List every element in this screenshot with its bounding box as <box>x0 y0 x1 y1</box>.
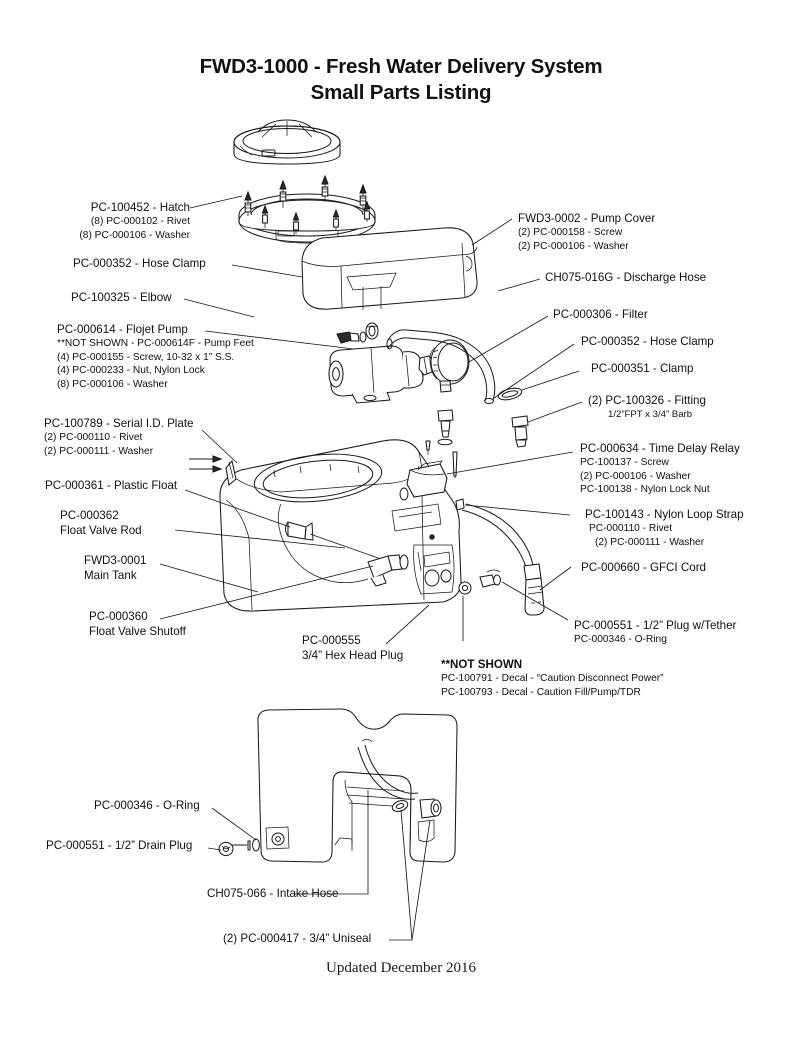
callout-filter: PC-000306 - Filter <box>553 307 648 322</box>
discharge-hose-drawing <box>386 329 496 405</box>
callout-flojet-pump-sub-3: (4) PC-000233 - Nut, Nylon Lock <box>57 365 205 377</box>
callout-fitting: (2) PC-100326 - Fitting 1/2”FPT x 3/4” B… <box>588 393 706 421</box>
callout-float-valve-shutoff-number: PC-000360 <box>89 610 148 623</box>
callout-hex-head-plug-name: 3/4” Hex Head Plug <box>302 649 404 662</box>
callout-filter-title: PC-000306 - Filter <box>553 308 648 321</box>
hatch-flange-ring-drawing <box>238 193 376 244</box>
callout-hex-head-plug: PC-000555 3/4” Hex Head Plug <box>302 633 403 663</box>
callout-flojet-pump: PC-000614 - Flojet Pump **NOT SHOWN - PC… <box>57 322 254 391</box>
callout-flojet-pump-sub-1: **NOT SHOWN - PC-000614F - Pump Feet <box>57 338 254 349</box>
callout-hatch-sub-2: (8) PC-000106 - Washer <box>79 229 190 241</box>
serial-plate-drawing <box>189 455 237 486</box>
callout-intake-hose-title: CH075-066 - Intake Hose <box>207 887 339 900</box>
callout-not-shown-sub-1: PC-100791 - Decal - “Caution Disconnect … <box>441 673 664 684</box>
callout-pump-cover-sub-2: (2) PC-000106 - Washer <box>518 240 629 252</box>
callout-drain-plug: PC-000551 - 1/2” Drain Plug <box>46 838 192 853</box>
callout-nylon-loop-strap: PC-100143 - Nylon Loop Strap PC-000110 -… <box>585 507 744 549</box>
hatch-lid-drawing <box>233 119 341 165</box>
callout-pump-cover-title: FWD3-0002 - Pump Cover <box>518 212 656 225</box>
callout-intake-hose: CH075-066 - Intake Hose <box>207 886 338 901</box>
callout-flojet-pump-sub-2: (4) PC-000155 - Screw, 10-32 x 1” S.S. <box>57 351 235 363</box>
callout-o-ring-bottom-title: PC-000346 - O-Ring <box>94 799 200 812</box>
callout-hatch-sub-1: (8) PC-000102 - Rivet <box>90 216 190 227</box>
callout-uniseal-title: (2) PC-000417 - 3/4” Uniseal <box>223 932 372 945</box>
callout-main-tank-name: Main Tank <box>84 569 137 582</box>
callout-uniseal: (2) PC-000417 - 3/4” Uniseal <box>223 931 371 946</box>
main-tank-drawing <box>219 439 465 612</box>
leader-lines <box>159 195 583 941</box>
callout-clamp: PC-000351 - Clamp <box>591 361 693 376</box>
callout-plug-with-tether-title: PC-000551 - 1/2” Plug w/Tether <box>574 619 737 632</box>
tank-face-plugs-drawing <box>458 569 501 595</box>
callout-hose-clamp-upper-title: PC-000352 - Hose Clamp <box>73 257 206 270</box>
pump-cover-drawing <box>301 227 478 310</box>
callout-float-valve-shutoff-name: Float Valve Shutoff <box>89 625 186 638</box>
bottom-tank-drawing <box>218 708 458 863</box>
callout-plug-with-tether: PC-000551 - 1/2” Plug w/Tether PC-000346… <box>574 618 736 647</box>
callout-fitting-sub-1: 1/2”FPT x 3/4” Barb <box>608 409 693 420</box>
callout-nylon-loop-strap-title: PC-100143 - Nylon Loop Strap <box>585 508 744 521</box>
callout-plastic-float: PC-000361 - Plastic Float <box>45 478 177 493</box>
callout-pump-cover: FWD3-0002 - Pump Cover (2) PC-000158 - S… <box>518 211 655 253</box>
callout-plastic-float-title: PC-000361 - Plastic Float <box>45 479 178 492</box>
callout-time-delay-relay-sub-1: PC-100137 - Screw <box>580 457 669 468</box>
callout-not-shown-sub-2: PC-100793 - Decal - Caution Fill/Pump/TD… <box>441 686 641 698</box>
callout-hex-head-plug-number: PC-000555 <box>302 634 361 647</box>
callout-discharge-hose: CH075-016G - Discharge Hose <box>545 270 706 285</box>
callout-not-shown-heading: **NOT SHOWN <box>441 658 523 671</box>
callout-flojet-pump-title: PC-000614 - Flojet Pump <box>57 323 188 336</box>
callout-hatch: PC-100452 - Hatch (8) PC-000102 - Rivet … <box>0 200 190 242</box>
callout-fitting-title: (2) PC-100326 - Fitting <box>588 394 706 407</box>
flojet-pump-drawing <box>328 322 435 404</box>
callout-serial-id-plate-title: PC-100789 - Serial I.D. Plate <box>44 417 194 430</box>
callout-time-delay-relay-title: PC-000634 - Time Delay Relay <box>580 442 740 455</box>
callout-hose-clamp-lower-title: PC-000352 - Hose Clamp <box>581 335 714 348</box>
callout-float-valve-rod-number: PC-000362 <box>60 509 119 522</box>
callout-plug-with-tether-sub-1: PC-000346 - O-Ring <box>574 634 667 645</box>
float-valve-drawing <box>285 521 409 587</box>
callout-serial-id-plate: PC-100789 - Serial I.D. Plate (2) PC-000… <box>44 416 194 458</box>
callout-elbow-title: PC-100325 - Elbow <box>71 291 172 304</box>
filter-drawing <box>429 339 470 393</box>
footer-updated-date: Updated December 2016 <box>326 960 476 976</box>
callout-o-ring-bottom: PC-000346 - O-Ring <box>94 798 200 813</box>
title-line-2: Small Parts Listing <box>310 81 492 104</box>
gfci-cord-drawing <box>461 503 545 616</box>
callout-main-tank-number: FWD3-0001 <box>84 554 147 567</box>
callout-time-delay-relay-sub-3: PC-100138 - Nylon Lock Nut <box>580 484 710 496</box>
callout-float-valve-rod: PC-000362 Float Valve Rod <box>60 508 142 538</box>
callout-main-tank: FWD3-0001 Main Tank <box>84 553 147 583</box>
callout-time-delay-relay: PC-000634 - Time Delay Relay PC-100137 -… <box>580 441 740 497</box>
callout-gfci-cord: PC-000660 - GFCI Cord <box>581 560 706 575</box>
hatch-rivets-drawing <box>244 174 371 234</box>
callout-pump-cover-sub-1: (2) PC-000158 - Screw <box>518 227 623 238</box>
callout-float-valve-shutoff: PC-000360 Float Valve Shutoff <box>89 609 186 639</box>
callout-serial-id-plate-sub-1: (2) PC-000110 - Rivet <box>44 432 143 443</box>
callout-time-delay-relay-sub-2: (2) PC-000106 - Washer <box>580 470 691 482</box>
page-title: FWD3-1000 - Fresh Water Delivery System … <box>0 54 802 106</box>
callout-nylon-loop-strap-sub-1: PC-000110 - Rivet <box>589 523 673 534</box>
callout-flojet-pump-sub-4: (8) PC-000106 - Washer <box>57 378 168 390</box>
callout-hatch-title: PC-100452 - Hatch <box>90 201 190 214</box>
callout-float-valve-rod-name: Float Valve Rod <box>60 524 142 537</box>
callout-hose-clamp-upper: PC-000352 - Hose Clamp <box>73 256 206 271</box>
loose-fittings-drawing <box>437 387 529 448</box>
callout-hose-clamp-lower: PC-000352 - Hose Clamp <box>581 334 714 349</box>
callout-gfci-cord-title: PC-000660 - GFCI Cord <box>581 561 707 574</box>
callout-not-shown: **NOT SHOWN PC-100791 - Decal - “Caution… <box>441 657 664 699</box>
callout-elbow: PC-100325 - Elbow <box>71 290 172 305</box>
callout-discharge-hose-title: CH075-016G - Discharge Hose <box>545 271 707 284</box>
title-line-1: FWD3-1000 - Fresh Water Delivery System <box>199 55 603 78</box>
callout-serial-id-plate-sub-2: (2) PC-000111 - Washer <box>44 445 154 457</box>
callout-nylon-loop-strap-sub-2: (2) PC-000111 - Washer <box>595 536 705 548</box>
callout-clamp-title: PC-000351 - Clamp <box>591 362 694 375</box>
callout-drain-plug-title: PC-000551 - 1/2” Drain Plug <box>46 839 193 852</box>
